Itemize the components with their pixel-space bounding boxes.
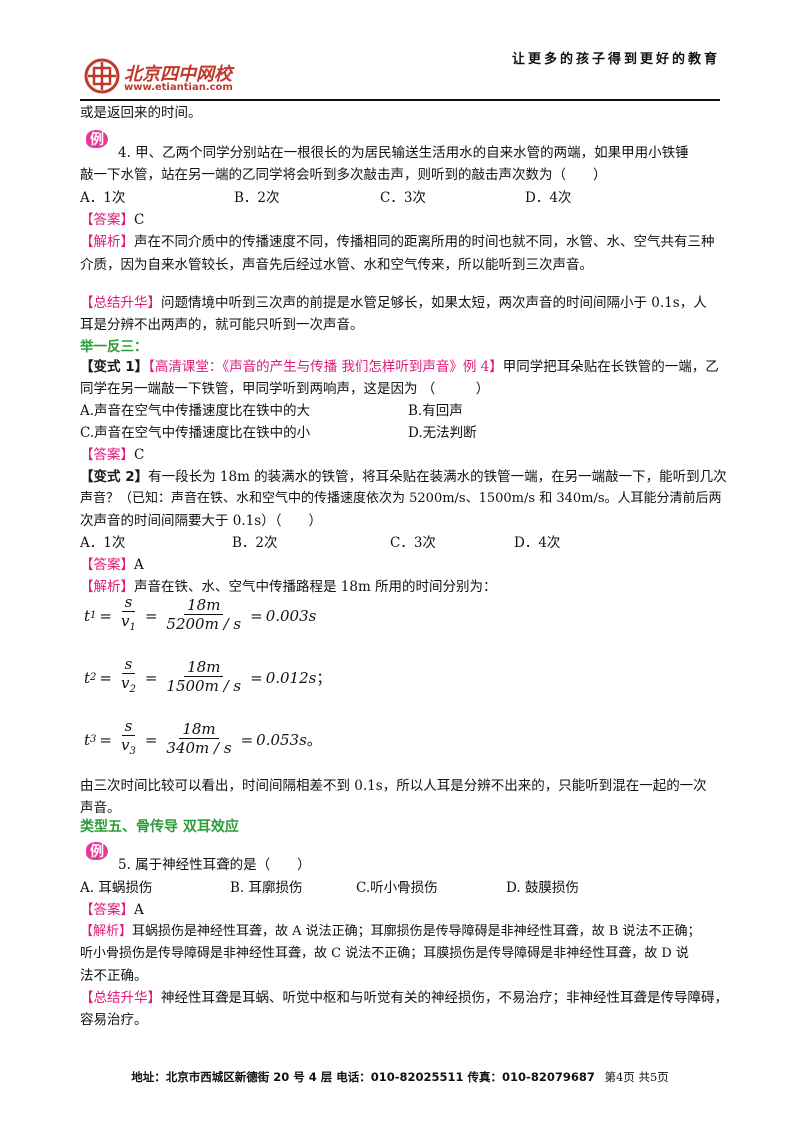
v1-option-a: A.声音在空气中传播速度比在铁中的大 <box>80 403 311 419</box>
q5-option-d: D. 鼓膜损伤 <box>506 880 579 896</box>
example-icon: 例 <box>86 128 110 150</box>
section-jyfs: 举一反三： <box>80 339 148 355</box>
example-icon: 例 <box>86 840 110 862</box>
question-4: 4. 甲、乙两个同学分别站在一根很长的为居民输送生活用水的自来水管的两端，如果甲… <box>118 145 689 161</box>
text-line: 或是返回来的时间。 <box>80 105 202 121</box>
variant-1-cont: 同学在另一端敲一下铁管，甲同学听到两响声，这是因为 （ ） <box>80 381 490 397</box>
v1-option-d: D.无法判断 <box>408 425 477 441</box>
v1-option-b: B.有回声 <box>408 403 463 419</box>
v1-option-c: C.声音在空气中传播速度比在铁中的小 <box>80 425 311 441</box>
v1-answer: 【答案】C <box>80 447 145 463</box>
q4-option-a: A．1次 <box>80 190 126 206</box>
footer-address: 地址：北京市西城区新德街 20 号 4 层 电话：010-82025511 传真… <box>131 1070 595 1084</box>
summary-cont: 耳是分辨不出两声的，就可能只听到一次声音。 <box>80 317 364 333</box>
q5-analysis-cont2: 法不正确。 <box>80 968 148 984</box>
variant-2-cont2: 次声音的时间间隔要大于 0.1s）（ ） <box>80 513 322 529</box>
conclusion-cont: 声音。 <box>80 800 121 816</box>
q4-option-d: D．4次 <box>525 190 572 206</box>
header-rule <box>80 99 720 101</box>
header: 北京四中网校 www.etiantian.com 让更多的孩子得到更好的教育 <box>80 28 720 102</box>
section-type5: 类型五、骨传导 双耳效应 <box>80 819 239 835</box>
q5-option-b: B. 耳廓损伤 <box>230 880 303 896</box>
conclusion: 由三次时间比较可以看出，时间间隔相差不到 0.1s，所以人耳是分辨不出来的，只能… <box>80 778 707 794</box>
q4-answer: 【答案】C <box>80 212 145 228</box>
footer-page: 第4页 共5页 <box>604 1070 669 1084</box>
question-4-cont: 敲一下水管，站在另一端的乙同学将会听到多次敲击声，则听到的敲击声次数为（ ） <box>80 167 607 183</box>
q5-summary-cont: 容易治疗。 <box>80 1012 148 1028</box>
q4-analysis-cont: 介质，因为自来水管较长，声音先后经过水管、水和空气传来，所以能听到三次声音。 <box>80 257 593 273</box>
question-5: 5. 属于神经性耳聋的是（ ） <box>118 857 311 873</box>
variant-2-cont: 声音？（已知：声音在铁、水和空气中的传播速度依次为 5200m/s、1500m/… <box>80 491 722 506</box>
header-slogan: 让更多的孩子得到更好的教育 <box>511 52 720 67</box>
q4-option-c: C．3次 <box>380 190 426 206</box>
variant-2: 【变式 2】有一段长为 18m 的装满水的铁管，将耳朵贴在装满水的铁管一端，在另… <box>80 469 727 485</box>
q4-analysis: 【解析】声在不同介质中的传播速度不同，传播相同的距离所用的时间也就不同，水管、水… <box>80 234 715 250</box>
variant-1: 【变式 1】【高清课堂：《声音的产生与传播 我们怎样听到声音》例 4】甲同学把耳… <box>80 359 719 375</box>
v2-option-b: B．2次 <box>232 535 278 551</box>
v2-analysis: 【解析】声音在铁、水、空气中传播路程是 18m 所用的时间分别为： <box>80 579 497 595</box>
q5-option-a: A. 耳蜗损伤 <box>80 880 153 896</box>
footer: 地址：北京市西城区新德街 20 号 4 层 电话：010-82025511 传真… <box>0 1069 800 1085</box>
logo-site: www.etiantian.com <box>124 82 233 93</box>
q4-option-b: B．2次 <box>234 190 280 206</box>
v2-option-c: C．3次 <box>390 535 436 551</box>
q5-summary: 【总结升华】神经性耳聋是耳蜗、听觉中枢和与听觉有关的神经损伤，不易治疗；非神经性… <box>80 990 728 1006</box>
v2-option-d: D．4次 <box>514 535 561 551</box>
summary: 【总结升华】问题情境中听到三次声的前提是水管足够长，如果太短，两次声音的时间间隔… <box>80 295 707 311</box>
logo-name: 北京四中网校 <box>124 64 232 85</box>
q5-answer: 【答案】A <box>80 902 144 918</box>
v2-option-a: A．1次 <box>80 535 126 551</box>
v2-answer: 【答案】A <box>80 557 144 573</box>
q5-analysis: 【解析】耳蜗损伤是神经性耳聋，故 A 说法正确；耳廓损伤是传导障碍是非神经性耳聋… <box>80 924 701 939</box>
logo-icon <box>84 58 120 94</box>
q5-analysis-cont: 听小骨损伤是传导障碍是非神经性耳聋，故 C 说法不正确；耳膜损伤是传导障碍是非神… <box>80 946 689 961</box>
q5-option-c: C.听小骨损伤 <box>356 880 438 896</box>
